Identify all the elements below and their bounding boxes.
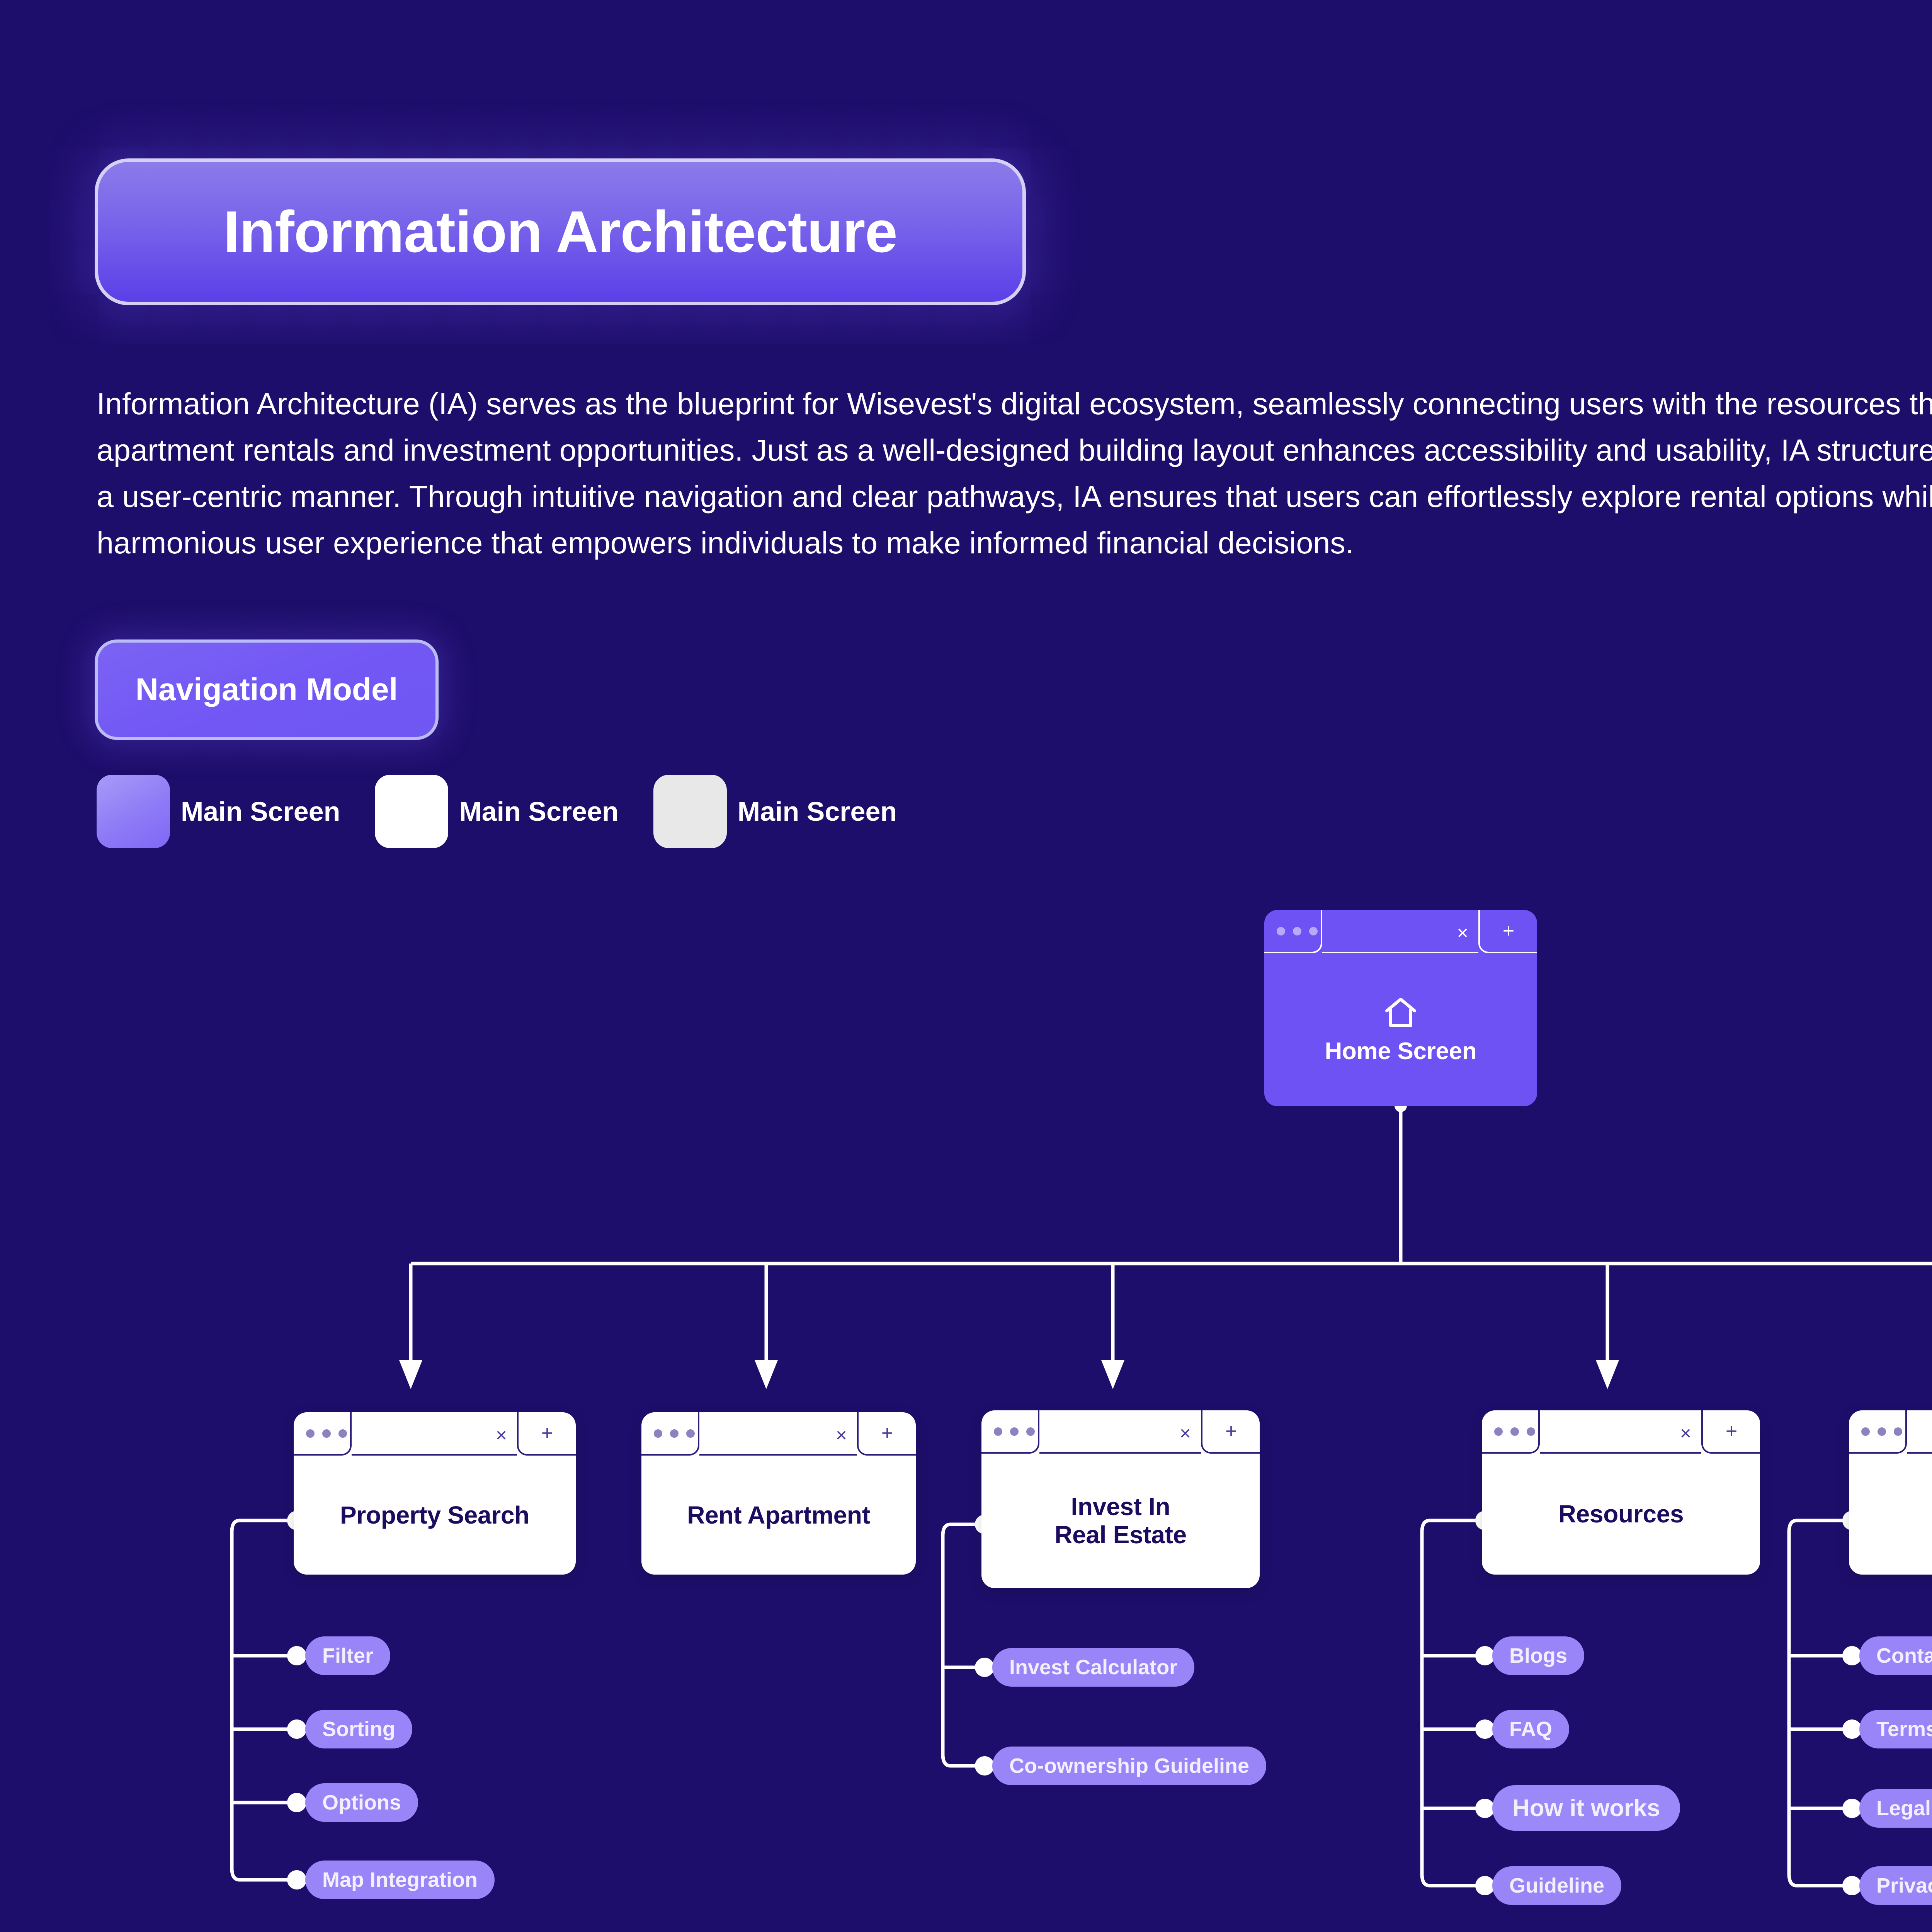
page-title-badge: Information Architecture: [95, 158, 1026, 305]
chrome-divider: [1540, 1452, 1701, 1454]
close-icon[interactable]: ×: [495, 1424, 507, 1446]
card-body: About Us: [1849, 1454, 1932, 1575]
node-resources[interactable]: × + Resources: [1482, 1410, 1760, 1575]
legend-item: Main Screen: [375, 775, 619, 848]
card-body: Home Screen: [1264, 953, 1537, 1106]
pill-faq[interactable]: FAQ: [1492, 1710, 1570, 1748]
node-home-screen[interactable]: × + Home Screen: [1264, 910, 1537, 1106]
tab-notch: [1849, 1410, 1907, 1454]
card-chrome: × +: [294, 1412, 576, 1456]
legend-label: Main Screen: [181, 796, 340, 827]
pill-sorting[interactable]: Sorting: [305, 1710, 412, 1748]
add-icon: +: [1225, 1420, 1237, 1442]
pill-how-it-works[interactable]: How it works: [1492, 1785, 1680, 1831]
node-label: Home Screen: [1325, 1037, 1477, 1065]
pill-filter[interactable]: Filter: [305, 1636, 391, 1675]
card-chrome: × +: [1482, 1410, 1760, 1454]
tab-notch: [1264, 910, 1322, 953]
window-dots-icon: [306, 1429, 347, 1438]
navigation-model-label: Navigation Model: [135, 672, 398, 707]
close-icon[interactable]: ×: [1179, 1422, 1191, 1444]
pill-privacy-policy[interactable]: Privacy Policy: [1859, 1866, 1932, 1905]
chrome-divider: [1907, 1452, 1932, 1454]
pill-co-ownership-guideline[interactable]: Co-ownership Guideline: [992, 1747, 1267, 1785]
pill-invest-calculator[interactable]: Invest Calculator: [992, 1648, 1195, 1687]
close-icon[interactable]: ×: [1680, 1422, 1691, 1444]
add-icon: +: [1502, 920, 1515, 942]
new-tab-button[interactable]: +: [1478, 910, 1537, 953]
pill-contact-us[interactable]: Contact us: [1859, 1636, 1932, 1675]
chrome-divider: [352, 1454, 517, 1456]
browser-card: × + Resources: [1482, 1410, 1760, 1575]
legend: Main Screen Main Screen Main Screen: [97, 775, 932, 848]
pill-guideline[interactable]: Guideline: [1492, 1866, 1622, 1905]
browser-card: × + Home Screen: [1264, 910, 1537, 1106]
page-title: Information Architecture: [223, 199, 898, 265]
legend-label: Main Screen: [459, 796, 619, 827]
tab-notch: [641, 1412, 699, 1456]
card-body: Invest In Real Estate: [981, 1454, 1260, 1588]
window-dots-icon: [654, 1429, 695, 1438]
card-chrome: × +: [1264, 910, 1537, 953]
node-rent-apartment[interactable]: × + Rent Apartment: [641, 1412, 916, 1575]
card-chrome: × +: [981, 1410, 1260, 1454]
window-dots-icon: [1861, 1427, 1902, 1436]
intro-paragraph: Information Architecture (IA) serves as …: [97, 386, 1932, 560]
new-tab-button[interactable]: +: [1201, 1410, 1260, 1454]
legend-item: Main Screen: [653, 775, 897, 848]
close-icon[interactable]: ×: [1457, 922, 1468, 944]
tab-notch: [294, 1412, 352, 1456]
window-dots-icon: [1494, 1427, 1535, 1436]
chrome-divider: [1322, 952, 1478, 953]
pill-terms-of-service[interactable]: Terms of service: [1859, 1710, 1932, 1748]
tab-notch: [1482, 1410, 1540, 1454]
home-icon: [1385, 997, 1416, 1027]
pill-map-integration[interactable]: Map Integration: [305, 1861, 495, 1899]
card-chrome: × +: [1849, 1410, 1932, 1454]
chrome-divider: [1039, 1452, 1201, 1454]
pill-blogs[interactable]: Blogs: [1492, 1636, 1585, 1675]
close-icon[interactable]: ×: [835, 1424, 847, 1446]
node-label-line2: Real Estate: [1054, 1521, 1187, 1549]
chrome-divider: [699, 1454, 857, 1456]
legend-label: Main Screen: [737, 796, 897, 827]
new-tab-button[interactable]: +: [857, 1412, 916, 1456]
card-body: Rent Apartment: [641, 1456, 916, 1575]
window-dots-icon: [1277, 927, 1318, 935]
card-body: Resources: [1482, 1454, 1760, 1575]
tab-notch: [981, 1410, 1039, 1454]
node-label-line1: Invest In: [1071, 1493, 1170, 1521]
pill-legal-and-security[interactable]: Legal & Security: [1859, 1789, 1932, 1828]
add-icon: +: [541, 1422, 553, 1444]
legend-swatch-purple: [97, 775, 170, 848]
new-tab-button[interactable]: +: [1701, 1410, 1760, 1454]
add-icon: +: [1725, 1420, 1738, 1442]
node-label: Resources: [1558, 1500, 1684, 1528]
node-property-search[interactable]: × + Property Search: [294, 1412, 576, 1575]
browser-card: × + Rent Apartment: [641, 1412, 916, 1575]
browser-card: × + Invest In Real Estate: [981, 1410, 1260, 1588]
card-chrome: × +: [641, 1412, 916, 1456]
node-label: Rent Apartment: [687, 1501, 870, 1529]
node-label: Invest In Real Estate: [1054, 1493, 1187, 1549]
navigation-model-badge: Navigation Model: [95, 639, 439, 740]
legend-item: Main Screen: [97, 775, 340, 848]
legend-swatch-grey: [653, 775, 727, 848]
new-tab-button[interactable]: +: [517, 1412, 576, 1456]
browser-card: × + About Us: [1849, 1410, 1932, 1575]
pill-options[interactable]: Options: [305, 1783, 418, 1822]
node-label: Property Search: [340, 1501, 529, 1529]
window-dots-icon: [994, 1427, 1035, 1436]
add-icon: +: [881, 1422, 893, 1444]
legend-swatch-white: [375, 775, 449, 848]
browser-card: × + Property Search: [294, 1412, 576, 1575]
node-about-us[interactable]: × + About Us: [1849, 1410, 1932, 1575]
card-body: Property Search: [294, 1456, 576, 1575]
node-invest-in-real-estate[interactable]: × + Invest In Real Estate: [981, 1410, 1260, 1588]
